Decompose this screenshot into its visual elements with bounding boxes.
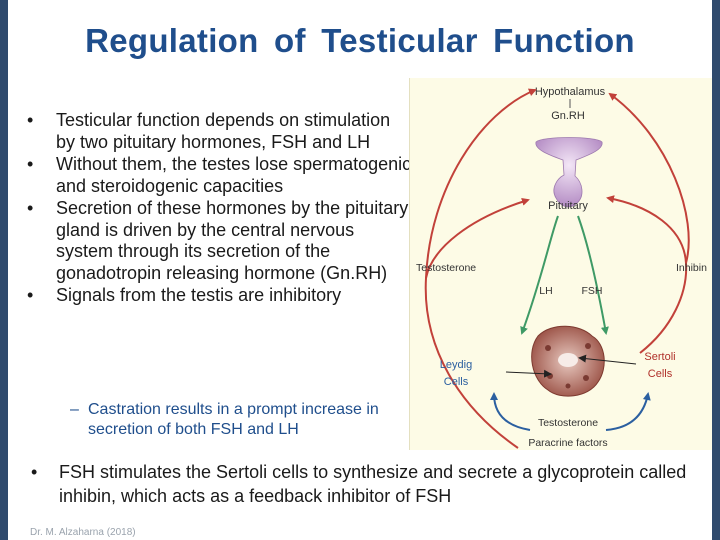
paracrine-factors-label: Paracrine factors	[528, 437, 607, 449]
inhibin-feedback-arrow	[606, 195, 688, 354]
right-frame-bar	[712, 0, 720, 540]
pituitary-gland-shape	[535, 137, 603, 208]
testis-tubule-dot	[583, 375, 589, 381]
lh-label: LH	[539, 285, 552, 297]
testosterone-label: Testosterone	[416, 262, 476, 274]
pituitary-label: Pituitary	[548, 200, 588, 212]
footer-credit: Dr. M. Alzaharna (2018)	[30, 527, 136, 538]
sertoli-pointer-arrow	[578, 354, 637, 365]
sub-bullet: Castration results in a prompt increase …	[70, 400, 428, 439]
fsh-arrow	[577, 215, 609, 335]
bullet-item: Testicular function depends on stimulati…	[24, 110, 414, 153]
testis-tubule-dot	[585, 343, 591, 349]
sertoli-label-line1: Sertoli	[644, 351, 675, 363]
testosterone-to-pituitary-arrow	[425, 197, 530, 279]
lh-arrow	[520, 215, 559, 335]
sertoli-label-line2: Cells	[648, 368, 673, 380]
testis-lumen	[558, 353, 578, 367]
bullet-item: Signals from the testis are inhibitory	[24, 285, 414, 307]
lower-testosterone-label: Testosterone	[538, 417, 598, 429]
testis-tubule-dot	[545, 345, 551, 351]
gnrh-label: Gn.RH	[551, 110, 585, 122]
regulation-diagram: Hypothalamus Gn.RH Pituitary Testosteron…	[409, 78, 712, 450]
leydig-label-line2: Cells	[444, 376, 469, 388]
bullet-item: Secretion of these hormones by the pitui…	[24, 198, 414, 284]
bullet-item: Without them, the testes lose spermatoge…	[24, 154, 414, 197]
left-frame-bar	[0, 0, 8, 540]
bullet-list: Testicular function depends on stimulati…	[24, 110, 414, 308]
diagram-svg: Hypothalamus Gn.RH Pituitary Testosteron…	[416, 86, 707, 449]
fsh-label: FSH	[582, 285, 603, 297]
inhibin-to-hypothalamus-arrow	[608, 92, 690, 264]
leydig-pointer-arrow	[505, 369, 552, 378]
paracrine-left-arrow	[490, 392, 531, 431]
inhibin-label: Inhibin	[676, 262, 707, 274]
bottom-bullet: FSH stimulates the Sertoli cells to synt…	[28, 460, 720, 508]
leydig-label-line1: Leydig	[440, 359, 472, 371]
testis-tubule-dot	[565, 383, 571, 389]
hypothalamus-label: Hypothalamus	[535, 86, 606, 98]
slide-title: Regulation of Testicular Function	[85, 22, 635, 59]
paracrine-right-arrow	[605, 392, 651, 431]
